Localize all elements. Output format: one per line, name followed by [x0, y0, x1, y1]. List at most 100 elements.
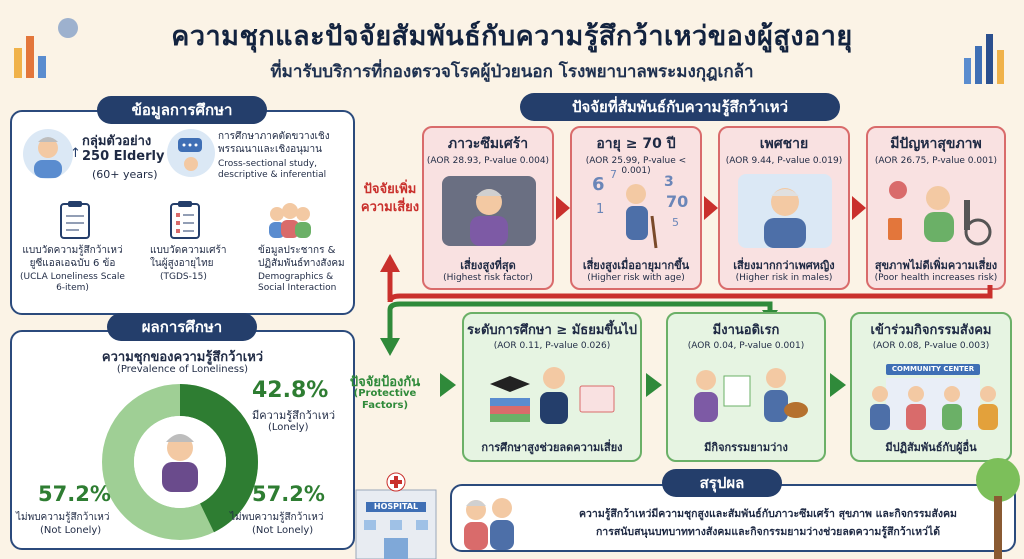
depressed-elderly-illustration [442, 176, 536, 246]
age-number: 5 [672, 216, 679, 229]
design-text-th2: พรรณนาและเชิงอนุมาน [218, 144, 322, 155]
risk-stat: (AOR 9.44, P-value 0.019) [725, 156, 843, 166]
risk-card-male: เพศชาย (AOR 9.44, P-value 0.019) เสี่ยงม… [718, 126, 850, 290]
happy-elderly-couple-illustration [464, 498, 514, 550]
protect-stat: (AOR 0.11, P-value 0.026) [493, 341, 611, 351]
clipboard-icon [60, 201, 90, 239]
age-number: 70 [666, 192, 689, 211]
not-lonely-percentage-right: 57.2% [252, 482, 325, 506]
lonely-label-th: มีความรู้สึกว้าเหว่ [252, 409, 336, 422]
elderly-person-icon [23, 129, 73, 179]
study-info-heading: ข้อมูลการศึกษา [97, 96, 267, 124]
tool3-th2: ปฏิสัมพันธ์ทางสังคม [258, 258, 345, 269]
protect-arrow-0 [440, 373, 456, 397]
age-number: 1 [596, 202, 605, 217]
risk-foot-th: สุขภาพไม่ดีเพิ่มความเสี่ยง [874, 259, 998, 272]
risk-card-depression: ภาวะซึมเศร้า (AOR 28.93, P-value 0.004) … [422, 126, 554, 290]
factor-connector-arrows [380, 254, 993, 356]
not-lonely-label-left-th: ไม่พบความรู้สึกว้าเหว่ [16, 512, 110, 523]
protect-title: เข้าร่วมกิจกรรมสังคม [870, 323, 992, 338]
age-number: 3 [664, 174, 674, 190]
risk-title: เพศชาย [759, 136, 809, 152]
risk-foot-en: (Higher risk with age) [587, 273, 685, 283]
protect-arrow-1 [646, 373, 662, 397]
protect-title: ระดับการศึกษา ≥ มัธยมขึ้นไป [466, 323, 637, 338]
page-title: ความชุกและปัจจัยสัมพันธ์กับความรู้สึกว้า… [171, 21, 853, 52]
hospital-sign: HOSPITAL [373, 502, 419, 511]
tool2-th2: ในผู้สูงอายุไทย [150, 258, 214, 269]
hospital-building-illustration [355, 472, 437, 559]
donut-lonely-segment [102, 384, 258, 540]
risk-title: ภาวะซึมเศร้า [447, 136, 529, 152]
protect-foot-th: การศึกษาสูงช่วยลดความเสี่ยง [481, 441, 623, 454]
not-lonely-percentage-left: 57.2% [38, 482, 111, 506]
protect-label-1: ปัจจัยป้องกัน [349, 375, 421, 390]
age-number: 7 [610, 168, 617, 181]
risk-factor-label-2: ความเสี่ยง [360, 200, 420, 215]
risk-foot-en: (Highest risk factor) [443, 273, 533, 283]
protect-stat: (AOR 0.04, P-value 0.001) [687, 341, 805, 351]
page-subtitle: ที่มารับบริการที่กองตรวจโรคผู้ป่วยนอก โร… [270, 62, 754, 82]
conclusion-heading: สรุปผล [662, 469, 782, 497]
health-problem-illustration [888, 181, 992, 246]
bar-chart-icon-right [964, 34, 1004, 84]
discussion-icon [167, 129, 215, 177]
tool1-en2: 6-item) [56, 283, 89, 293]
protect-card-hobby: มีงานอดิเรก (AOR 0.04, P-value 0.001) มี… [666, 312, 826, 462]
conclusion-line-2: การสนับสนุนบทบาททางสังคมและกิจกรรมยามว่า… [595, 526, 941, 538]
prevalence-title: ความชุกของความรู้สึกว้าเหว่ [101, 350, 264, 365]
risk-foot-th: เสี่ยงสูงที่สุด [460, 259, 516, 272]
risk-card-health: มีปัญหาสุขภาพ (AOR 26.75, P-value 0.001)… [866, 126, 1006, 290]
tool1-th2: ยูซีแอลเอฉบับ 6 ข้อ [29, 258, 116, 269]
results-heading: ผลการศึกษา [107, 313, 257, 341]
tool2-en: (TGDS-15) [160, 272, 207, 282]
protect-foot-th: มีกิจกรรมยามว่าง [704, 441, 788, 454]
protect-card-education: ระดับการศึกษา ≥ มัธยมขึ้นไป (AOR 0.11, P… [462, 312, 642, 462]
prevalence-subtitle: (Prevalence of Loneliness) [116, 364, 249, 375]
protect-title: มีงานอดิเรก [712, 323, 780, 338]
risk-stat: (AOR 25.99, P-value < 0.001) [585, 156, 687, 176]
education-illustration [490, 367, 615, 424]
design-text-en2: descriptive & inferential [218, 170, 327, 180]
risk-stat: (AOR 28.93, P-value 0.004) [426, 156, 550, 166]
risk-foot-th: เสี่ยงสูงเมื่ออายุมากขึ้น [582, 259, 690, 272]
protect-arrow-2 [830, 373, 846, 397]
factors-heading: ปัจจัยที่สัมพันธ์กับความรู้สึกว้าเหว่ [520, 93, 840, 121]
protect-foot-th: มีปฏิสัมพันธ์กับผู้อื่น [885, 441, 977, 454]
sample-count: 250 Elderly [82, 149, 165, 164]
lonely-label-en: (Lonely) [268, 422, 309, 433]
risk-foot-en: (Higher risk in males) [735, 273, 833, 283]
risk-factor-label-1: ปัจจัยเพิ่ม [363, 182, 417, 197]
hobby-illustration [694, 368, 808, 422]
lonely-percentage: 42.8% [252, 378, 329, 403]
up-arrow-icon: ↑ [70, 146, 81, 161]
sample-age: (60+ years) [92, 168, 158, 181]
tool1-en1: (UCLA Loneliness Scale [20, 272, 125, 282]
tool3-th1: ข้อมูลประชากร & [258, 245, 336, 256]
risk-card-age: อายุ ≥ 70 ปี (AOR 25.99, P-value < 0.001… [570, 126, 702, 290]
risk-title: อายุ ≥ 70 ปี [596, 136, 676, 152]
social-activity-illustration [870, 378, 998, 430]
sample-label: กลุ่มตัวอย่าง [82, 134, 152, 149]
tool1-th1: แบบวัดความรู้สึกว้าเหว่ [22, 245, 123, 256]
risk-arrow-3 [852, 196, 866, 220]
elderly-man-illustration [738, 174, 832, 248]
not-lonely-label-right-th: ไม่พบความรู้สึกว้าเหว่ [230, 512, 324, 523]
prevalence-donut-chart [102, 384, 258, 540]
conclusion-panel [450, 484, 1016, 552]
design-text-en1: Cross-sectional study, [218, 159, 318, 169]
risk-foot-th: เสี่ยงมากกว่าเพศหญิง [733, 259, 835, 272]
age-number: 6 [592, 174, 605, 195]
not-lonely-label-left-en: (Not Lonely) [40, 525, 102, 536]
protect-card-social: เข้าร่วมกิจกรรมสังคม (AOR 0.08, P-value … [850, 312, 1012, 462]
risk-title: มีปัญหาสุขภาพ [890, 136, 982, 152]
risk-stat: (AOR 26.75, P-value 0.001) [874, 156, 998, 166]
tree-decoration [976, 458, 1020, 559]
protect-label-3: Factors) [361, 400, 409, 411]
protect-stat: (AOR 0.08, P-value 0.003) [872, 341, 990, 351]
design-text-th1: การศึกษาภาคตัดขวางเชิง [218, 131, 330, 142]
bar-chart-icon-left [14, 18, 78, 78]
checklist-icon [170, 201, 200, 239]
risk-arrow-2 [704, 196, 718, 220]
risk-arrow-1 [556, 196, 570, 220]
